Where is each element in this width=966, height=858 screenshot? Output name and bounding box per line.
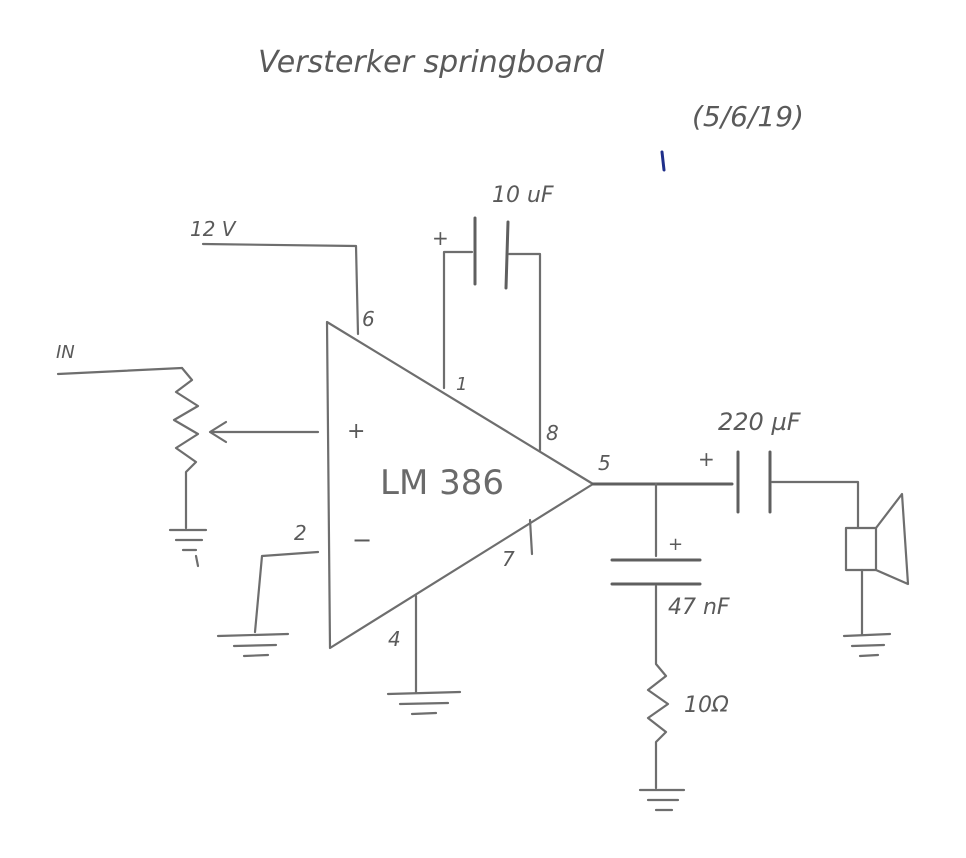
input-label: IN <box>56 342 75 363</box>
zobel-cap-label: 47 nF <box>668 595 730 620</box>
pin6-label: 6 <box>362 307 375 331</box>
pin2-ground-icon <box>216 632 290 658</box>
pin5-label: 5 <box>598 451 611 475</box>
gain-cap-plate-minus <box>504 220 510 290</box>
ink-mark <box>660 150 666 172</box>
pin4-label: 4 <box>388 627 401 651</box>
schematic-date: (5/6/19) <box>692 100 804 133</box>
chip-label: LM 386 <box>380 463 504 503</box>
output-cap-polarity: + <box>698 447 715 471</box>
pin4-ground-icon <box>386 690 462 716</box>
potentiometer-resistor <box>172 366 200 530</box>
minus-input-sign: − <box>352 526 372 554</box>
schematic-title: Versterker springboard <box>258 45 605 80</box>
gain-cap-label: 10 uF <box>492 183 554 208</box>
zobel-resistor <box>646 584 670 790</box>
supply-label: 12 V <box>190 217 237 241</box>
input-wire <box>56 366 184 376</box>
pot-ground-icon <box>168 528 208 552</box>
plus-input-sign: + <box>347 419 365 444</box>
speaker-icon <box>844 526 878 572</box>
pin8-label: 8 <box>546 421 559 445</box>
wiper-arrow <box>208 420 228 444</box>
speaker-ground-icon <box>842 632 892 658</box>
pin1-label: 1 <box>456 374 467 395</box>
supply-wire <box>201 242 360 336</box>
pin7-stub <box>528 518 534 556</box>
pin8-wire <box>507 252 542 452</box>
zobel-resistor-label: 10Ω <box>684 693 729 718</box>
zobel-cap-polarity: + <box>668 534 683 555</box>
pin7-label: 7 <box>502 547 515 571</box>
pin2-label: 2 <box>294 521 307 545</box>
output-cap-wire <box>770 480 860 530</box>
output-cap-label: 220 µF <box>718 408 802 436</box>
zobel-ground-icon <box>638 788 686 812</box>
gain-cap-polarity: + <box>432 226 449 250</box>
pin1-wire <box>442 250 474 390</box>
speaker-cone <box>874 492 910 586</box>
lm386-amplifier-triangle <box>325 320 595 650</box>
pot-ground-tail <box>194 554 200 568</box>
pin2-wire <box>253 550 320 634</box>
